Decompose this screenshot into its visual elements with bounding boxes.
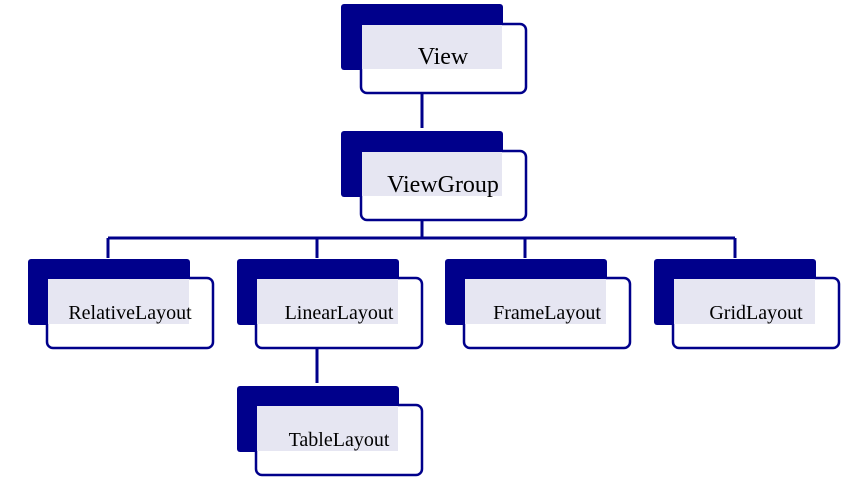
node-relativelayout-label: RelativeLayout — [68, 302, 192, 324]
node-relativelayout: RelativeLayout — [28, 259, 215, 350]
node-gridlayout-overlap — [674, 279, 815, 324]
node-tablelayout-overlap — [257, 406, 398, 451]
node-gridlayout-label: GridLayout — [709, 302, 803, 324]
node-linearlayout-label: LinearLayout — [285, 302, 394, 324]
connectors — [106, 93, 737, 383]
node-framelayout-label: FrameLayout — [493, 302, 601, 324]
node-view: View — [341, 4, 528, 95]
node-viewgroup-overlap — [362, 152, 502, 196]
node-viewgroup: ViewGroup — [341, 131, 528, 222]
node-framelayout-overlap — [465, 279, 606, 324]
node-gridlayout: GridLayout — [654, 259, 841, 350]
node-framelayout: FrameLayout — [445, 259, 632, 350]
node-viewgroup-label: ViewGroup — [387, 172, 499, 198]
node-view-overlap — [362, 25, 502, 69]
node-tablelayout-label: TableLayout — [289, 429, 390, 451]
node-view-label: View — [418, 44, 469, 70]
node-linearlayout: LinearLayout — [237, 259, 424, 350]
node-tablelayout: TableLayout — [237, 386, 424, 477]
node-relativelayout-overlap — [48, 279, 189, 324]
node-linearlayout-overlap — [257, 279, 398, 324]
